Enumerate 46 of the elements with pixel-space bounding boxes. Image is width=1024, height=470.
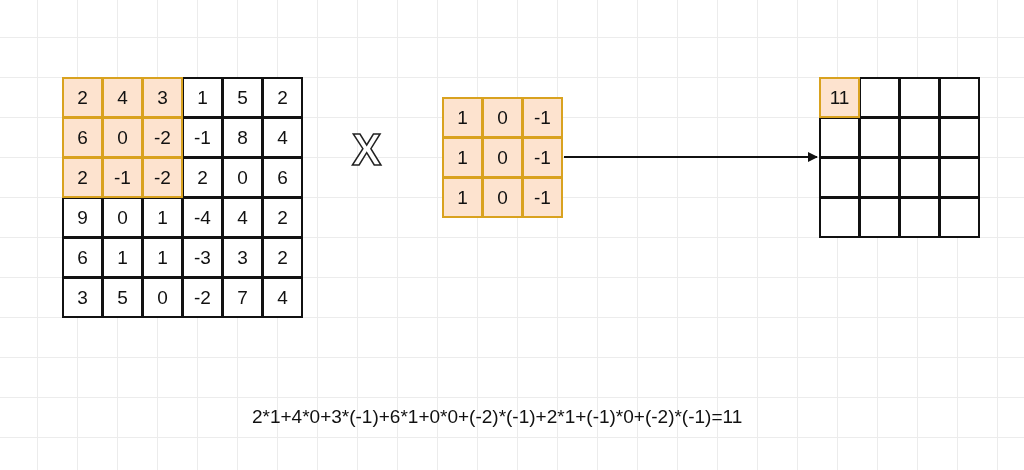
grid-cell: 3 (222, 237, 263, 278)
output-grid (819, 77, 980, 238)
grid-cell: 1 (102, 237, 143, 278)
grid-cell: 1 (142, 237, 183, 278)
grid-cell: -3 (182, 237, 223, 278)
grid-cell: -4 (182, 197, 223, 238)
grid-cell: -2 (142, 157, 183, 198)
grid-cell: 6 (262, 157, 303, 198)
grid-cell: 0 (482, 97, 523, 138)
grid-cell: -1 (522, 137, 563, 178)
grid-cell: 0 (142, 277, 183, 318)
multiply-sign: X (352, 128, 382, 172)
grid-cell: 6 (62, 117, 103, 158)
grid-cell: 5 (102, 277, 143, 318)
grid-cell: 4 (262, 117, 303, 158)
grid-cell: 3 (142, 77, 183, 118)
grid-cell: 4 (102, 77, 143, 118)
grid-cell: 1 (442, 97, 483, 138)
grid-cell: 4 (262, 277, 303, 318)
grid-cell: 11 (819, 77, 860, 118)
grid-cell: 2 (262, 197, 303, 238)
grid-cell: 7 (222, 277, 263, 318)
input-grid (62, 77, 303, 318)
grid-cell: 2 (262, 237, 303, 278)
grid-cell: 5 (222, 77, 263, 118)
grid-cell: 0 (102, 117, 143, 158)
grid-cell: 8 (222, 117, 263, 158)
grid-cell: -1 (102, 157, 143, 198)
grid-cell: 1 (442, 177, 483, 218)
grid-cell: 0 (222, 157, 263, 198)
kernel-grid (442, 97, 563, 218)
grid-cell: 1 (442, 137, 483, 178)
grid-cell: 3 (62, 277, 103, 318)
grid-cell: -2 (182, 277, 223, 318)
grid-cell: 2 (62, 77, 103, 118)
grid-cell: 2 (262, 77, 303, 118)
grid-cell: 2 (62, 157, 103, 198)
grid-cell: -1 (522, 177, 563, 218)
grid-cell: -2 (142, 117, 183, 158)
grid-cell: -1 (522, 97, 563, 138)
grid-cell: 0 (482, 177, 523, 218)
formula: 2*1+4*0+3*(-1)+6*1+0*0+(-2)*(-1)+2*1+(-1)*0+(-2)*(-1)=11 (252, 406, 743, 428)
grid-cell: 4 (222, 197, 263, 238)
arrow (563, 152, 818, 162)
grid-cell: 0 (482, 137, 523, 178)
grid-cell: 6 (62, 237, 103, 278)
